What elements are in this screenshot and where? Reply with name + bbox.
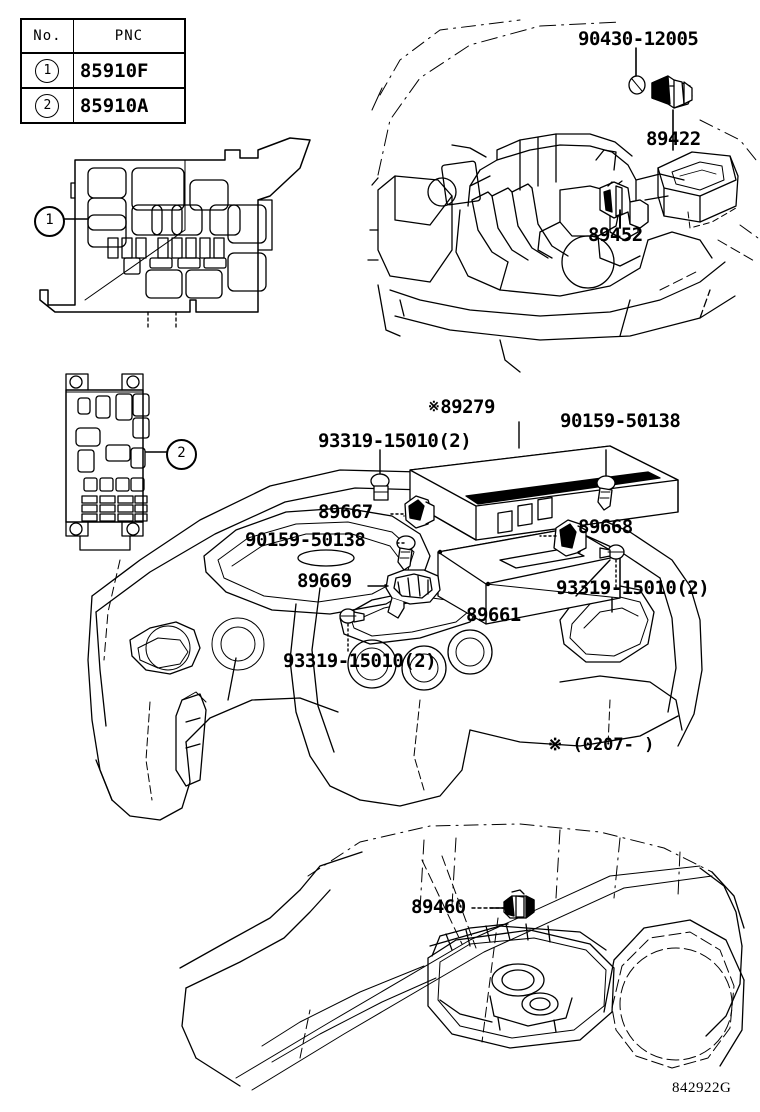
label-89669: 89669: [297, 570, 352, 592]
label-89452: 89452: [588, 224, 643, 246]
label-93319-15010-right: 93319-15010(2): [556, 577, 710, 599]
dashboard-illustration: [87, 445, 703, 821]
table-row: 2 85910A: [20, 87, 186, 124]
pnc-row-2-no: 2: [20, 87, 74, 124]
label-90159-50138-left: 90159-50138: [245, 529, 366, 551]
engine-bay-illustration: [367, 19, 759, 373]
sensor-89452-glyph: [599, 180, 649, 229]
sensor-89460-glyph: [503, 889, 535, 919]
bracket-89669-glyph: [385, 569, 441, 619]
screw-93319-right-glyph: [599, 544, 625, 560]
label-89661: 89661: [466, 604, 521, 626]
pnc-row-1-no: 1: [20, 52, 74, 89]
label-90159-50138-right: 90159-50138: [560, 410, 681, 432]
pnc-row-2-code: 85910A: [72, 87, 186, 124]
label-89279-text: 89279: [440, 396, 495, 418]
pnc-row-1-code: 85910F: [72, 52, 186, 89]
gasket-90430-glyph: [628, 75, 646, 95]
pnc-table-header-row: No. PNC: [20, 18, 186, 54]
pnc-header-no: No.: [20, 18, 74, 54]
screw-90159-left-glyph: [396, 535, 416, 571]
instrument-panel-junction-block: [65, 373, 150, 551]
label-89279: ※89279: [428, 398, 495, 417]
asterisk-mark-icon: ※: [428, 399, 440, 415]
ecu-cover-89279: [409, 445, 679, 541]
circled-number-2: 2: [35, 93, 60, 118]
footnote-model-year: ※ (0207- ): [548, 735, 655, 755]
label-89668: 89668: [578, 516, 633, 538]
rear-body-illustration: [179, 823, 745, 1091]
screw-93319-bottom-glyph: [339, 608, 365, 624]
label-89422: 89422: [646, 128, 701, 150]
engine-room-junction-block: [39, 137, 311, 331]
circled-number-1: 1: [35, 58, 60, 83]
bracket-89667-glyph: [404, 495, 435, 529]
index-marker-1: 1: [34, 206, 65, 237]
screw-90159-right-glyph: [596, 475, 616, 511]
pnc-header-pnc: PNC: [72, 18, 186, 54]
label-93319-15010-bottom: 93319-15010(2): [283, 650, 437, 672]
label-93319-15010-top: 93319-15010(2): [318, 430, 472, 452]
drawing-code: 842922G: [672, 1080, 732, 1096]
label-89460: 89460: [411, 896, 466, 918]
label-90430-12005: 90430-12005: [578, 28, 699, 50]
label-89667: 89667: [318, 501, 373, 523]
pnc-table: No. PNC 1 85910F 2 85910A: [20, 18, 186, 124]
pnc-code-85910A: 85910A: [79, 94, 149, 117]
screw-93319-top-glyph: [370, 473, 390, 501]
bracket-89668-glyph: [553, 519, 587, 557]
sensor-89422-glyph: [651, 75, 693, 109]
table-row: 1 85910F: [20, 52, 186, 89]
index-marker-2: 2: [166, 439, 197, 470]
pnc-code-85910F: 85910F: [79, 59, 149, 82]
